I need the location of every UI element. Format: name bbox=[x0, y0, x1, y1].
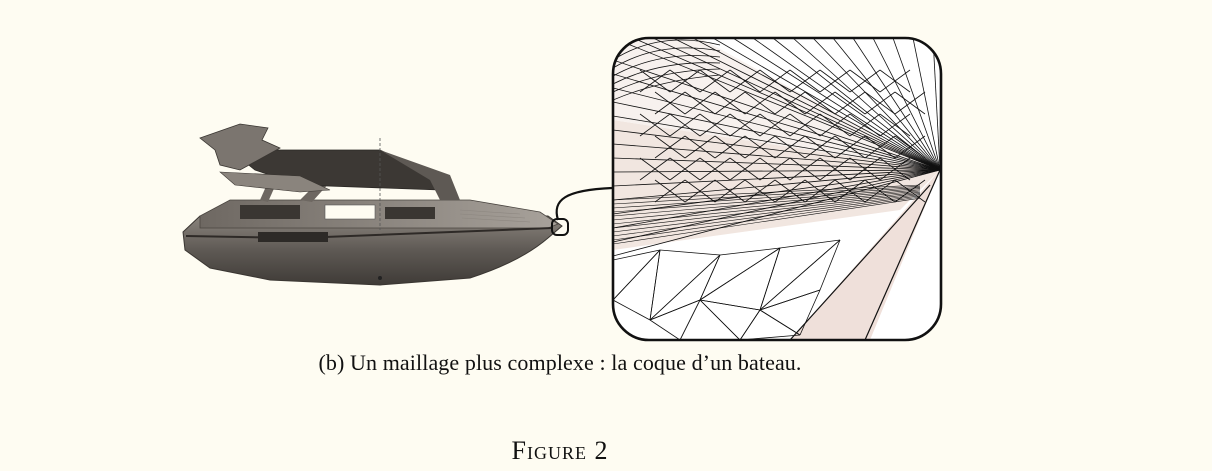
figure-number: Figure 2 bbox=[511, 436, 609, 465]
zoom-frame bbox=[611, 36, 943, 342]
zoom-connector bbox=[555, 186, 613, 221]
boat-render bbox=[182, 123, 563, 286]
zoom-source-marker bbox=[551, 218, 569, 236]
boat-flybridge bbox=[199, 123, 281, 171]
figure-caption: (b) Un maillage plus complexe : la coque… bbox=[318, 350, 802, 375]
zoomed-mesh bbox=[613, 38, 941, 340]
boat-hull-window bbox=[258, 232, 328, 242]
